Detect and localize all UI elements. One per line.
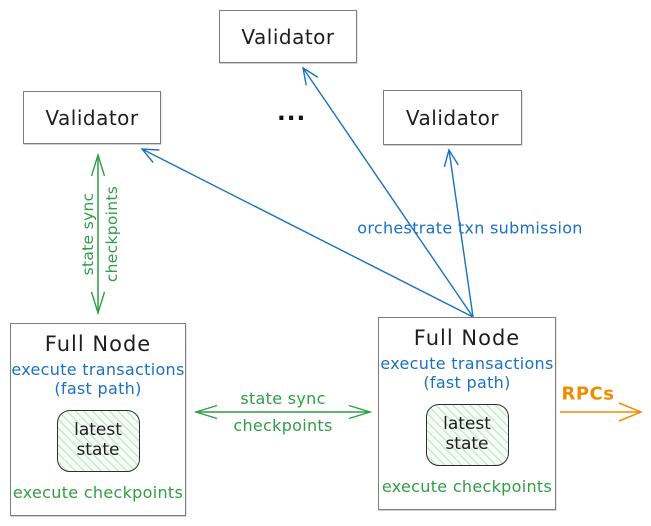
full-node-left-exec-transactions: execute transactions (fast path) <box>11 360 185 398</box>
latest-state-box-right: latest state <box>425 403 509 466</box>
full-node-left-exec-checkpoints: execute checkpoints <box>12 483 184 502</box>
validator-right-label: Validator <box>405 105 500 130</box>
label-rpcs: RPCs <box>561 383 615 405</box>
full-node-right-exec-checkpoints: execute checkpoints <box>381 477 553 496</box>
full-node-box-left: Full Node execute transactions (fast pat… <box>10 323 186 516</box>
latest-state-box-left: latest state <box>56 409 140 472</box>
label-orchestrate-txn-submission: orchestrate txn submission <box>357 218 583 238</box>
full-node-right-exec-transactions: execute transactions (fast path) <box>380 354 554 392</box>
full-node-box-right: Full Node execute transactions (fast pat… <box>378 317 556 510</box>
label-state-sync-vertical: state sync checkpoints <box>78 185 121 283</box>
validator-box-left: Validator <box>23 91 161 144</box>
validator-box-top: Validator <box>219 10 357 63</box>
validator-box-right: Validator <box>383 90 522 145</box>
validator-left-label: Validator <box>45 105 139 130</box>
full-node-left-title: Full Node <box>44 332 152 356</box>
label-state-sync-horizontal: state sync checkpoints <box>233 388 333 435</box>
full-node-right-title: Full Node <box>413 326 521 350</box>
ellipsis-more-validators: ... <box>277 100 307 126</box>
validator-top-label: Validator <box>241 24 335 49</box>
